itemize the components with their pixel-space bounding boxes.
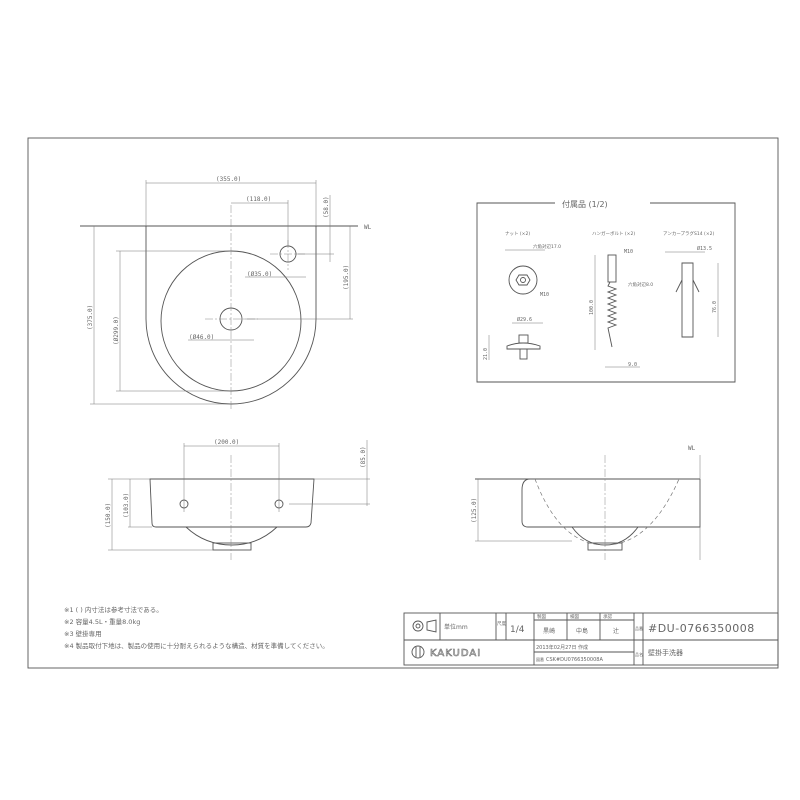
note-2: ※2 容量4.5L・重量8.0kg bbox=[64, 617, 140, 626]
dim-height: (150.0) bbox=[105, 503, 112, 528]
bowl-hidden-line bbox=[534, 478, 680, 546]
drawn-by: 黒崎 bbox=[543, 627, 555, 635]
dim-faucet-from-wl: (58.0) bbox=[323, 196, 330, 218]
hanger-bolt-length: 100.0 bbox=[589, 300, 595, 315]
dim-depth: (375.0) bbox=[87, 305, 94, 330]
nut-dia: Ø29.6 bbox=[517, 316, 532, 323]
dim-bolt-from-top: (85.0) bbox=[360, 446, 367, 468]
dim-faucet-offset: (118.0) bbox=[246, 196, 271, 203]
note-4: ※4 製品取付下地は、製品の使用に十分耐えられるような構造、材質を準備してくださ… bbox=[64, 641, 329, 650]
nut-label: ナット (×2) bbox=[505, 231, 530, 237]
approved-by: 辻 bbox=[613, 627, 619, 635]
hanger-bolt-label: ハンガーボルト (×2) bbox=[592, 230, 635, 237]
dim-width: (355.0) bbox=[216, 176, 241, 183]
drawing-no-label: 図番 bbox=[536, 656, 544, 662]
anchor-dia: Ø13.5 bbox=[697, 245, 712, 252]
dim-side-height: (125.0) bbox=[471, 498, 478, 523]
nut-side-icon bbox=[518, 334, 529, 344]
checked-label: 検図 bbox=[570, 613, 579, 620]
dim-drain-from-wl: (195.0) bbox=[343, 265, 350, 290]
product-name: 壁掛手洗器 bbox=[648, 648, 683, 657]
top-view: WL (355.0) (118.0) (58.0) (195.0) (375.0… bbox=[80, 176, 372, 410]
brand-name: KAKUDAI bbox=[430, 648, 481, 659]
title-block: 単位mm 尺度 1/4 製図 検図 承認 黒崎 中島 辻 2013年02月27日… bbox=[403, 612, 779, 666]
note-1: ※1 ( ) 内寸法は参考寸法である。 bbox=[64, 605, 163, 614]
anchor-label: アンカープラグS14 (×2) bbox=[663, 230, 714, 237]
date: 2013年02月27日 作成 bbox=[536, 644, 588, 651]
checked-by: 中島 bbox=[576, 627, 588, 635]
front-body bbox=[149, 478, 315, 528]
accessories-box: 付属品 (1/2) ナット (×2) 六角対辺17.0 M10 Ø29.6 21… bbox=[476, 199, 736, 383]
part-no-label: 品番 bbox=[635, 625, 643, 631]
notes: ※1 ( ) 内寸法は参考寸法である。 ※2 容量4.5L・重量8.0kg ※3… bbox=[64, 605, 329, 650]
hanger-bolt-icon bbox=[607, 254, 617, 283]
side-body bbox=[521, 478, 701, 528]
nut-top-icon bbox=[508, 265, 538, 295]
hanger-bolt-thread: M10 bbox=[624, 249, 633, 255]
drawing-no: CSK#DU0766350008A bbox=[546, 657, 603, 663]
nut-height: 21.0 bbox=[483, 348, 489, 360]
drawn-label: 製図 bbox=[537, 613, 546, 620]
name-label: 品名 bbox=[635, 651, 643, 657]
drain-outlet bbox=[212, 542, 252, 551]
hanger-bolt-dia: 9.0 bbox=[628, 362, 637, 368]
front-view: (200.0) (85.0) (150.0) (103.0) bbox=[105, 439, 370, 560]
nut-across-flats: 六角対辺17.0 bbox=[533, 243, 561, 250]
side-wl-label: WL bbox=[688, 445, 696, 452]
kakudai-logo: KAKUDAI bbox=[411, 645, 481, 659]
anchor-length: 76.0 bbox=[712, 301, 718, 313]
hanger-bolt-across-flats: 六角対辺8.0 bbox=[628, 281, 653, 288]
accessories-title: 付属品 (1/2) bbox=[562, 199, 608, 209]
side-view: WL (125.0) bbox=[471, 445, 701, 560]
sheet-frame bbox=[27, 137, 779, 669]
unit-label: 単位mm bbox=[444, 623, 468, 631]
scale-label: 尺度 bbox=[497, 620, 506, 627]
note-3: ※3 壁掛専用 bbox=[64, 629, 102, 638]
dim-drain-hole: (Ø46.0) bbox=[189, 334, 214, 341]
scale-value: 1/4 bbox=[510, 625, 525, 635]
dim-body-height: (103.0) bbox=[123, 493, 130, 518]
wl-label: WL bbox=[364, 224, 372, 231]
anchor-plug-icon bbox=[675, 262, 700, 338]
nut-thread: M10 bbox=[540, 292, 549, 298]
approved-label: 承認 bbox=[603, 613, 612, 620]
dim-bolt-pitch: (200.0) bbox=[214, 439, 239, 446]
dim-faucet-hole: (Ø35.0) bbox=[247, 271, 272, 278]
third-angle-projection-icon bbox=[412, 619, 437, 633]
dim-bowl-dia: (Ø299.0) bbox=[113, 316, 120, 345]
part-no: #DU-0766350008 bbox=[648, 622, 755, 635]
